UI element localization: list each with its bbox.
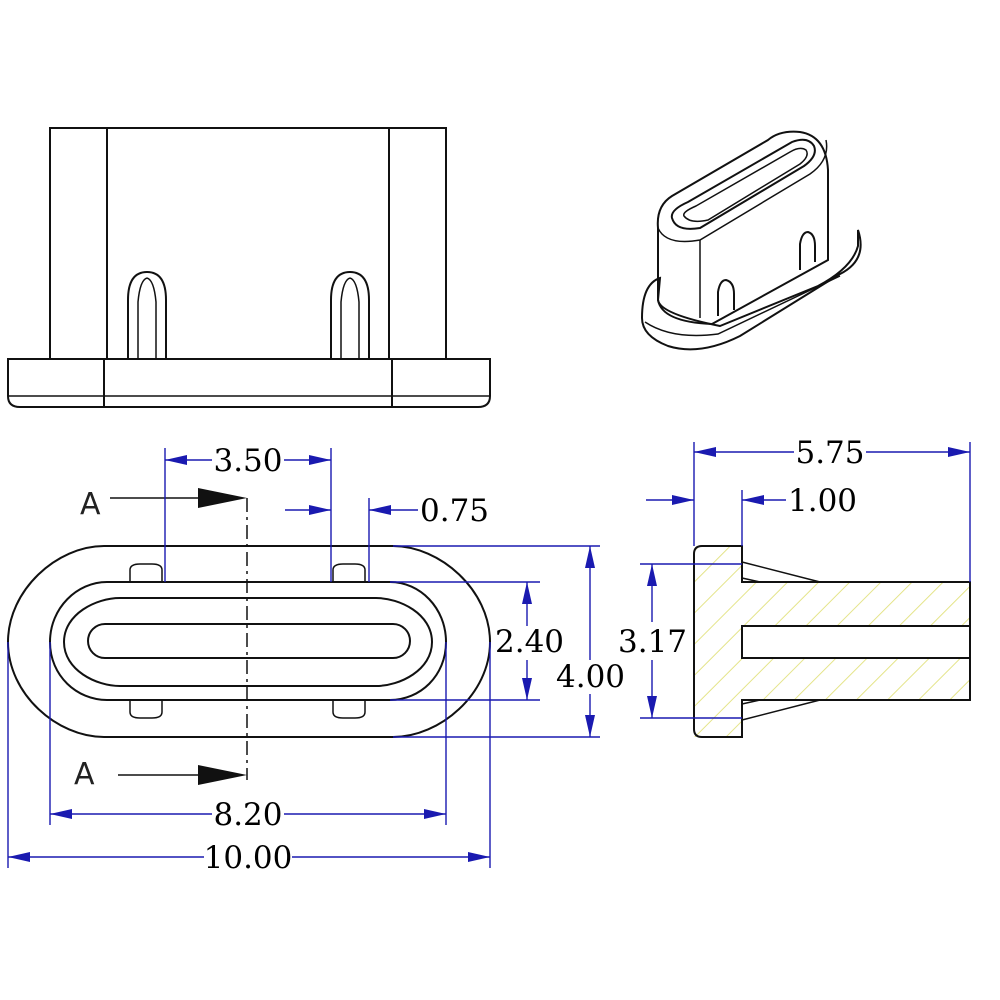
front-view <box>7 127 491 408</box>
dimension-lines <box>7 442 971 868</box>
top-view-rib-bottom-left <box>129 700 163 719</box>
dim-flange-thickness: 1.00 <box>788 483 857 519</box>
iso-body <box>656 130 829 326</box>
top-view-body-inner <box>62 597 434 687</box>
dim-overall-width: 10.00 <box>204 840 293 876</box>
top-view-slot <box>87 623 411 659</box>
top-view-rib-top-right <box>332 563 366 582</box>
iso-rib-right <box>799 230 816 270</box>
dim-depth: 5.75 <box>795 435 864 471</box>
section-label-lower: A <box>74 757 95 792</box>
section-view <box>693 545 971 738</box>
section-arrow-lower <box>198 765 247 785</box>
iso-rib-left <box>717 278 735 316</box>
front-view-body <box>49 127 447 360</box>
dim-body-height: 3.17 <box>618 624 687 660</box>
front-view-rib-right <box>330 270 370 359</box>
section-label-upper: A <box>80 487 101 522</box>
dim-slot-height: 2.40 <box>495 624 564 660</box>
front-view-rib-left <box>127 270 167 359</box>
iso-slot-outer <box>670 138 816 230</box>
top-view-rib-bottom-right <box>332 700 366 719</box>
section-bore <box>741 625 970 659</box>
top-view-body <box>48 581 448 701</box>
section-barb-top <box>741 561 821 583</box>
iso-slot-inner <box>683 147 808 223</box>
top-view: A A <box>6 487 492 792</box>
dim-top-pitch: 3.50 <box>213 443 282 479</box>
isometric-view <box>640 130 862 351</box>
section-arrow-upper <box>198 488 247 508</box>
top-view-flange <box>6 545 492 738</box>
section-barb-bottom <box>741 699 821 721</box>
dim-body-width: 8.20 <box>213 797 282 833</box>
dim-rib-width: 0.75 <box>420 493 489 529</box>
top-view-rib-top-left <box>129 563 163 582</box>
dimension-texts: 3.50 0.75 2.40 4.00 8.20 10.00 5.75 1.00… <box>204 435 865 876</box>
dim-overall-height: 4.00 <box>556 659 625 695</box>
front-view-flange <box>7 358 491 408</box>
